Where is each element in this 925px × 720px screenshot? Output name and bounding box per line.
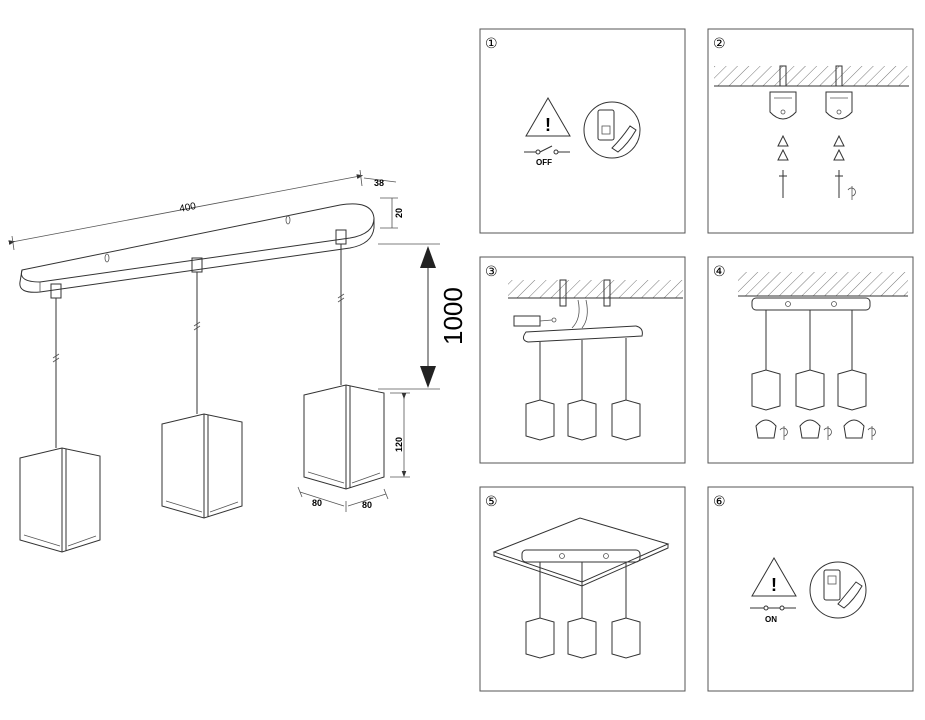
step-panel-5: ⑤ — [479, 486, 686, 692]
canopy-bar-step5 — [521, 549, 641, 563]
switch-label-off: OFF — [536, 158, 552, 167]
mounting-bracket-left — [769, 65, 797, 198]
dimension-height: 20 — [394, 208, 404, 218]
dimension-shade-width-a: 80 — [312, 498, 322, 508]
hand-switch-icon-step6 — [809, 561, 867, 619]
dimension-shade-height: 120 — [394, 437, 404, 452]
svg-text:!: ! — [771, 575, 777, 595]
pendant-shades-step4 — [751, 310, 867, 411]
step-number-6: ⑥ — [713, 493, 726, 509]
warning-icon: ! — [525, 97, 571, 137]
bulb-icons — [755, 419, 876, 440]
ceiling-hatch — [714, 66, 909, 86]
dimension-length: 400 — [178, 201, 197, 215]
fitting-left — [50, 283, 62, 448]
step-number-1: ① — [485, 35, 498, 51]
shade-middle — [161, 413, 243, 519]
warning-icon-step6: ! — [751, 557, 797, 597]
fitting-right — [335, 229, 347, 385]
step-number-3: ③ — [485, 263, 498, 279]
step-number-2: ② — [713, 35, 726, 51]
dimension-depth: 38 — [374, 178, 384, 188]
canopy-bar-step3 — [522, 325, 643, 343]
mounting-bracket-right — [825, 65, 856, 200]
shade-left — [19, 447, 101, 553]
hand-switch-icon — [583, 101, 641, 159]
switch-label-on: ON — [765, 615, 777, 624]
dimension-shade-width-b: 80 — [362, 500, 372, 510]
product-drawing: 400 38 20 1000 120 80 80 — [8, 169, 468, 553]
step-panel-3: ③ — [479, 256, 686, 464]
canopy-bar-step4 — [751, 297, 871, 311]
step-panel-6: ⑥ ! ON — [707, 486, 914, 692]
fitting-middle — [191, 257, 203, 414]
step-panel-1: ① ! OFF — [479, 28, 686, 234]
shade-right — [303, 384, 385, 490]
switch-on-icon: ON — [750, 605, 796, 624]
svg-text:!: ! — [545, 115, 551, 135]
step-panel-2: ② — [707, 28, 914, 234]
dimension-drop: 1000 — [438, 287, 468, 345]
step-number-4: ④ — [713, 263, 726, 279]
switch-off-icon: OFF — [524, 145, 570, 167]
step-panel-4: ④ — [707, 256, 914, 464]
pendant-shades-step5 — [525, 562, 641, 659]
pendant-shades-step3 — [525, 338, 641, 441]
step-number-5: ⑤ — [485, 493, 498, 509]
